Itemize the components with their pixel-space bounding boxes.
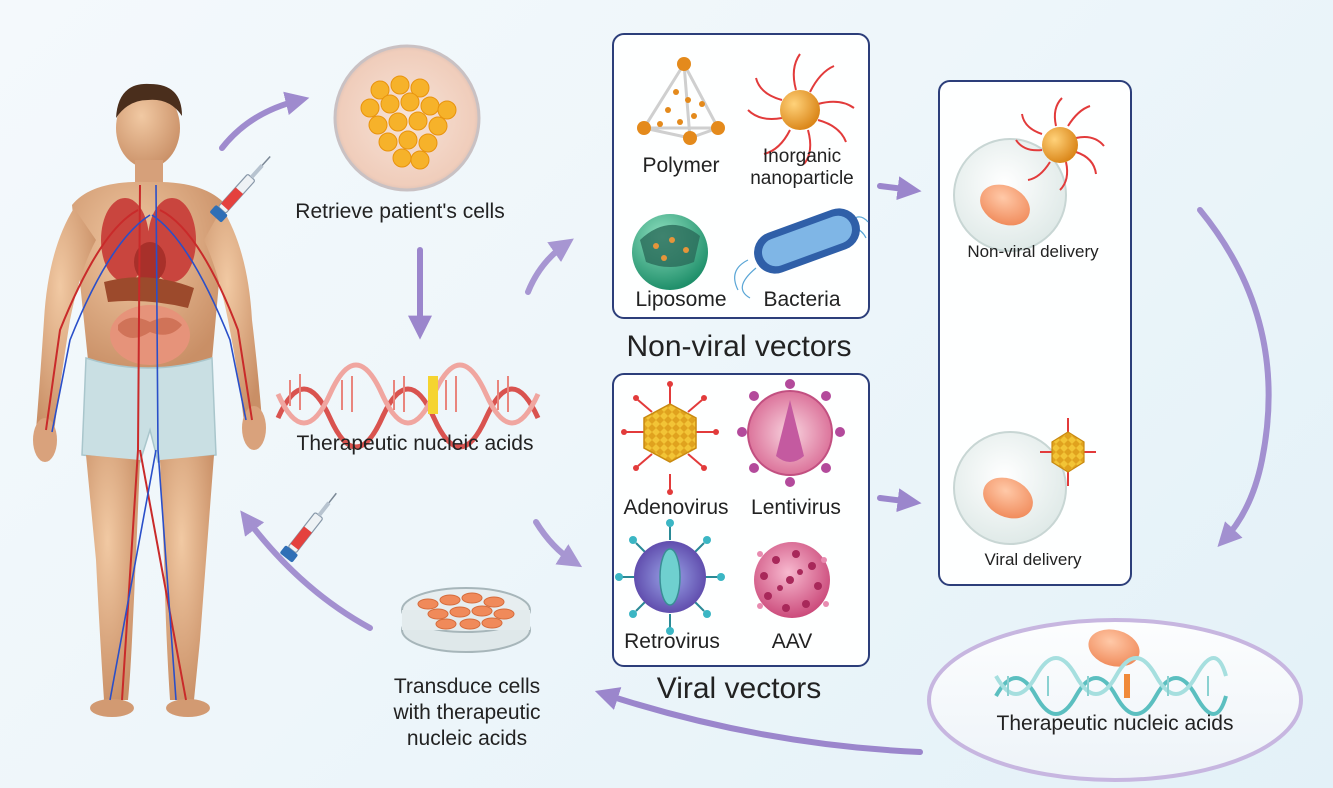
human-body-icon xyxy=(33,83,266,717)
viral-vectors-panel xyxy=(612,373,870,667)
dna-helix-icon xyxy=(275,362,541,450)
delivery-panel xyxy=(938,80,1132,586)
non-viral-vectors-title: Non-viral vectors xyxy=(626,330,852,363)
viral-delivery-label: Viral delivery xyxy=(984,550,1082,569)
aav-label: AAV xyxy=(771,630,813,653)
polymer-label: Polymer xyxy=(642,154,720,177)
dna-helix-icon xyxy=(994,656,1228,716)
syringe-icon xyxy=(280,492,337,562)
lentivirus-label: Lentivirus xyxy=(751,496,841,519)
retrieve-cells-label: Retrieve patient's cells xyxy=(295,200,505,223)
retrovirus-label: Retrovirus xyxy=(624,630,720,653)
culture-dish-icon xyxy=(401,587,531,653)
transduce-label-line1: Transduce cells xyxy=(393,675,541,698)
result-nucleic-acids-label: Therapeutic nucleic acids xyxy=(996,712,1234,735)
transduce-label-line3: nucleic acids xyxy=(406,727,528,750)
nucleic-acids-label: Therapeutic nucleic acids xyxy=(296,432,534,455)
adenovirus-label: Adenovirus xyxy=(623,496,729,519)
liposome-label: Liposome xyxy=(635,288,727,311)
inorganic-label-line2: nanoparticle xyxy=(750,168,854,189)
flow-arrows xyxy=(219,91,1272,755)
bacteria-label: Bacteria xyxy=(763,288,841,311)
result-ellipse xyxy=(927,618,1303,782)
inorganic-label-line1: Inorganic xyxy=(762,146,842,167)
petri-dish-icon xyxy=(333,44,481,192)
non-viral-delivery-label: Non-viral delivery xyxy=(967,242,1099,261)
transduce-label-line2: with therapeutic xyxy=(393,701,541,724)
syringe-icon xyxy=(210,155,271,222)
viral-vectors-title: Viral vectors xyxy=(656,672,822,705)
